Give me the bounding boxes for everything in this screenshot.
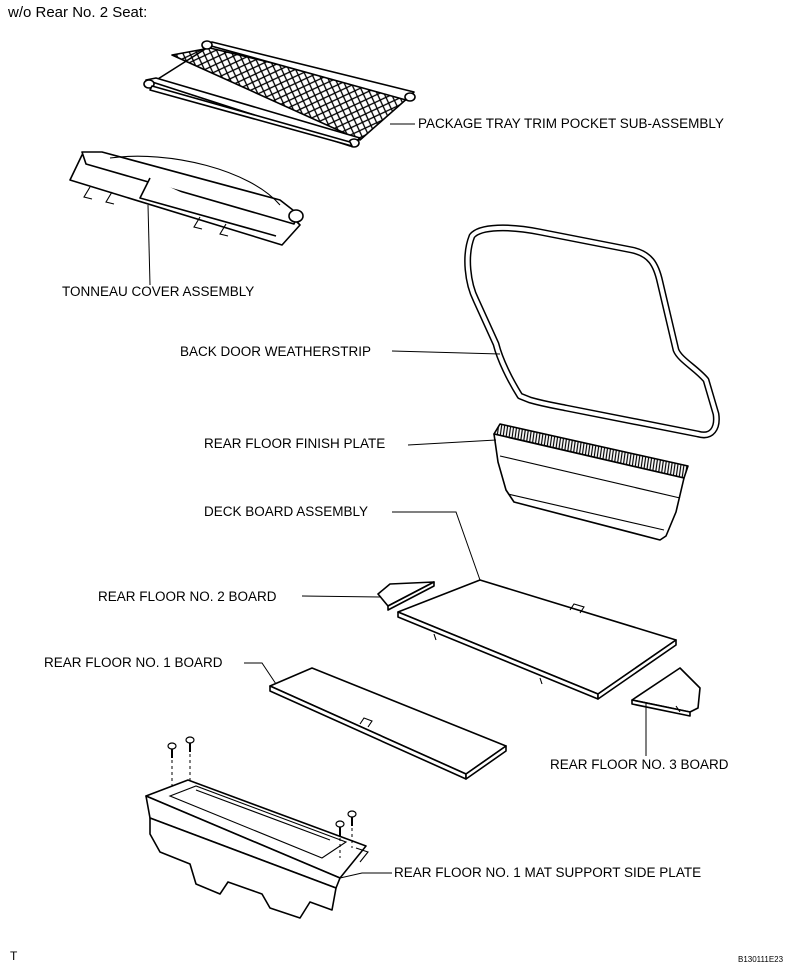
deck-board-drawing xyxy=(397,579,677,700)
leader-lines xyxy=(147,123,647,879)
mat-support-side-plate-drawing xyxy=(145,736,369,919)
label-rear-floor-no3-board: REAR FLOOR NO. 3 BOARD xyxy=(550,757,729,772)
rear-floor-no3-board-drawing xyxy=(631,667,701,717)
diagram-title: w/o Rear No. 2 Seat: xyxy=(8,4,148,21)
label-package-tray: PACKAGE TRAY TRIM POCKET SUB-ASSEMBLY xyxy=(418,116,724,131)
rear-floor-no2-board-drawing xyxy=(377,581,435,611)
figure-id: B130111E23 xyxy=(738,955,784,964)
label-rear-floor-finish-plate: REAR FLOOR FINISH PLATE xyxy=(204,436,386,451)
rear-floor-finish-plate-drawing xyxy=(493,423,689,541)
back-door-weatherstrip-drawing xyxy=(464,224,720,439)
tonneau-cover-drawing xyxy=(69,151,304,246)
package-tray-trim-pocket-drawing xyxy=(143,40,416,148)
label-rear-floor-no2-board: REAR FLOOR NO. 2 BOARD xyxy=(98,589,277,604)
rear-floor-no1-board-drawing xyxy=(269,667,507,780)
label-deck-board: DECK BOARD ASSEMBLY xyxy=(204,504,369,519)
label-mat-support-side-plate: REAR FLOOR NO. 1 MAT SUPPORT SIDE PLATE xyxy=(394,865,702,880)
label-tonneau-cover: TONNEAU COVER ASSEMBLY xyxy=(62,284,255,299)
label-back-door-weatherstrip: BACK DOOR WEATHERSTRIP xyxy=(180,344,372,359)
corner-mark: T xyxy=(10,949,18,963)
label-rear-floor-no1-board: REAR FLOOR NO. 1 BOARD xyxy=(44,655,223,670)
